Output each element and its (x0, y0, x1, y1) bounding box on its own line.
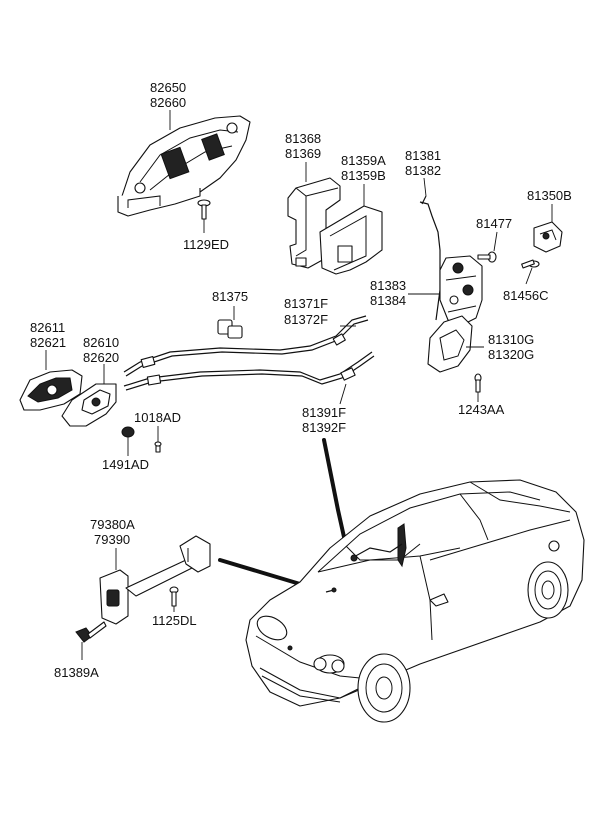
label-81389A: 81389A (54, 665, 99, 680)
label-1125DL: 1125DL (152, 613, 197, 628)
label-1491AD: 1491AD (102, 457, 149, 472)
inside-handle-cover-part (19, 350, 83, 411)
bolt-1125DL (169, 586, 179, 612)
label-81369: 81369 (285, 146, 321, 161)
actuator-81310G-part (427, 315, 484, 373)
label-81382: 81382 (405, 163, 441, 178)
label-81359A: 81359A (341, 153, 386, 168)
label-82650: 82650 (150, 80, 186, 95)
cover-81359A-part (319, 184, 383, 275)
latch-81383-part (408, 255, 483, 327)
label-82611: 82611 (30, 320, 65, 335)
label-82621: 82621 (30, 335, 66, 350)
rod-81381-part (419, 177, 441, 321)
inside-handle-82610-part (61, 364, 117, 427)
label-82620: 82620 (83, 350, 119, 365)
bracket-81368-part (287, 162, 341, 269)
label-81381: 81381 (405, 148, 441, 163)
bolt-81389A (75, 621, 107, 660)
label-81310G: 81310G (488, 332, 534, 347)
label-81391F: 81391F (302, 405, 346, 420)
label-81477: 81477 (476, 216, 512, 231)
cable-81391F-part (123, 351, 375, 405)
label-82660: 82660 (150, 95, 186, 110)
screw-81456C (521, 259, 540, 285)
label-1018AD: 1018AD (134, 410, 181, 425)
label-81375: 81375 (212, 289, 248, 304)
outside-handle-part (117, 110, 251, 217)
screw-1243AA (474, 373, 482, 402)
striker-81350B-part (533, 204, 563, 253)
label-81384: 81384 (370, 293, 406, 308)
label-81359B: 81359B (341, 168, 386, 183)
screw-81477 (477, 231, 498, 263)
label-81392F: 81392F (302, 420, 346, 435)
clip-81375-part (217, 306, 243, 339)
cable-81371F-part (123, 315, 369, 377)
car-illustration (245, 479, 585, 723)
label-81371F: 81371F (284, 296, 328, 311)
pointer-cables-to-car (322, 438, 348, 548)
label-81456C: 81456C (503, 288, 549, 303)
label-82610: 82610 (83, 335, 119, 350)
door-check-part (99, 535, 211, 625)
label-1243AA: 1243AA (458, 402, 505, 417)
label-81320G: 81320G (488, 347, 534, 362)
screw-1129ED (197, 199, 211, 233)
label-79390: 79390 (94, 532, 130, 547)
label-81350B: 81350B (527, 188, 572, 203)
nut-1491AD (121, 426, 135, 456)
label-79380A: 79380A (90, 517, 135, 532)
label-81383: 81383 (370, 278, 406, 293)
label-1129ED: 1129ED (183, 237, 229, 252)
label-81368: 81368 (285, 131, 321, 146)
screw-1018AD (154, 426, 162, 453)
label-81372F: 81372F (284, 312, 328, 327)
